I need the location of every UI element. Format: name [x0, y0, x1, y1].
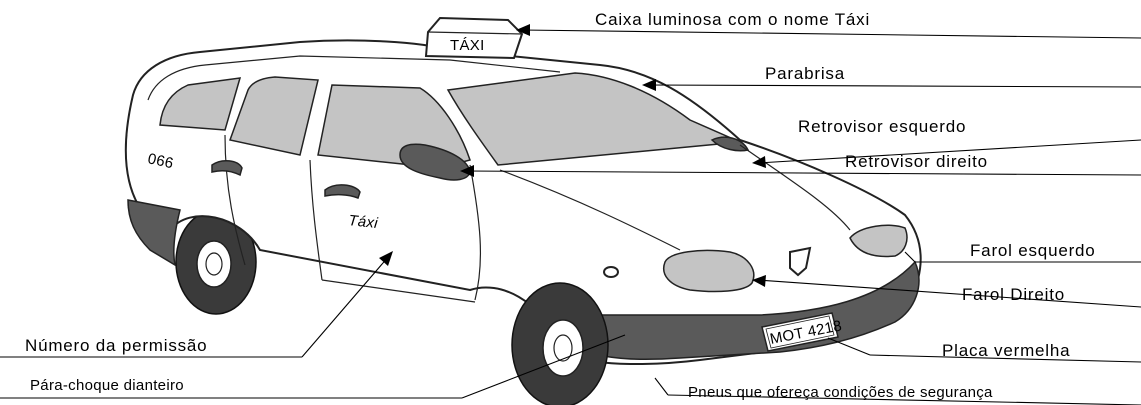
label-farol-direito: Farol Direito [962, 285, 1065, 304]
taxi-car: MOT 4218 TÁXI Táxi 066 [124, 16, 922, 405]
right-headlight [663, 249, 755, 293]
label-placa-vermelha: Placa vermelha [942, 341, 1070, 360]
door-taxi-text: Táxi [348, 212, 380, 232]
rear-quarter-window [159, 77, 242, 131]
label-caixa-luminosa: Caixa luminosa com o nome Táxi [595, 10, 870, 29]
roof-sign-text: TÁXI [450, 37, 485, 54]
roof-sign: TÁXI [424, 16, 524, 60]
label-retrovisor-direito: Retrovisor direito [845, 152, 988, 171]
label-farol-esquerdo: Farol esquerdo [970, 241, 1096, 260]
label-numero-permissao: Número da permissão [25, 336, 207, 355]
front-wheel [511, 282, 609, 405]
label-retrovisor-esquerdo: Retrovisor esquerdo [798, 117, 966, 136]
label-pneus: Pneus que ofereça condições de segurança [688, 384, 993, 401]
rear-wheel [175, 209, 257, 315]
callout-lines [0, 24, 1141, 405]
windshield [446, 72, 743, 166]
rear-side-panel [127, 199, 181, 267]
label-parabrisa: Parabrisa [765, 64, 845, 83]
permission-number-text: 066 [146, 150, 175, 172]
rear-door-window [229, 76, 319, 156]
label-para-choque: Pára-choque dianteiro [30, 377, 184, 394]
labels: Caixa luminosa com o nome Táxi Parabrisa… [25, 10, 1096, 401]
left-headlight [849, 224, 908, 258]
rear-door-handle [211, 160, 243, 177]
front-door-handle [324, 184, 361, 199]
grille-emblem [789, 246, 812, 277]
